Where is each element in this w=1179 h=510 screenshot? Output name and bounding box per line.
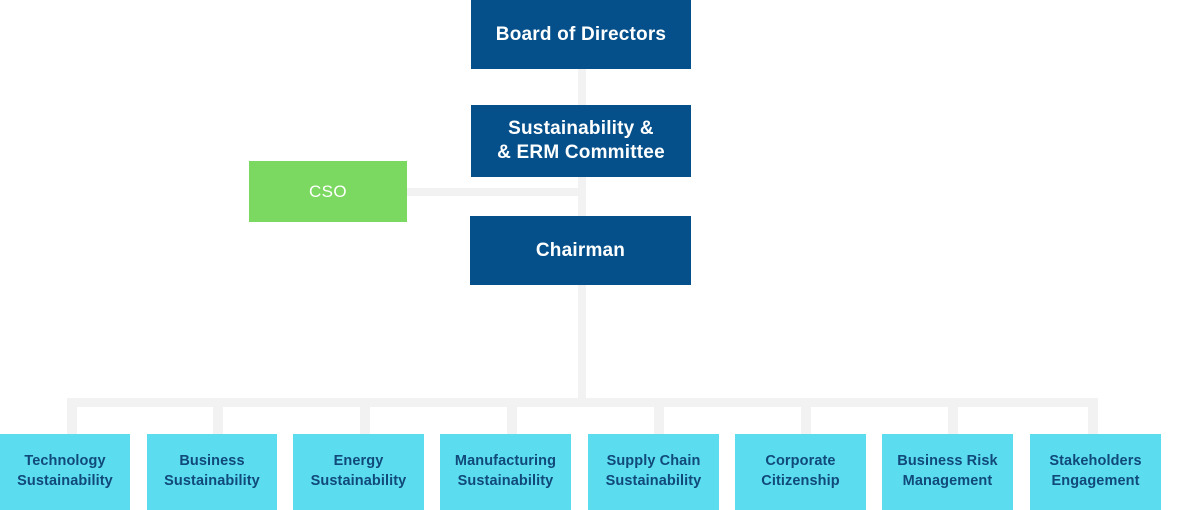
node-sustainability-erm-committee-label: Sustainability & & ERM Committee bbox=[497, 118, 665, 163]
node-pillar-corporate-citizenship[interactable]: Corporate Citizenship bbox=[735, 434, 866, 510]
connector-stub-pillar-3 bbox=[360, 398, 370, 434]
node-pillar-label: Technology Sustainability bbox=[17, 453, 113, 489]
connector-stub-pillar-7 bbox=[948, 398, 958, 434]
node-pillar-business-sustainability[interactable]: Business Sustainability bbox=[147, 434, 277, 510]
connector-board-to-committee bbox=[578, 69, 586, 105]
node-board-of-directors-label: Board of Directors bbox=[495, 23, 667, 45]
node-pillar-manufacturing-sustainability[interactable]: Manufacturing Sustainability bbox=[440, 434, 571, 510]
node-chairman[interactable]: Chairman bbox=[470, 216, 691, 285]
connector-cso-to-trunk bbox=[407, 188, 585, 196]
node-pillar-label: Corporate Citizenship bbox=[761, 453, 840, 489]
connector-stub-pillar-5 bbox=[654, 398, 664, 434]
node-sustainability-erm-committee[interactable]: Sustainability & & ERM Committee bbox=[471, 105, 691, 177]
node-pillar-label: Manufacturing Sustainability bbox=[454, 453, 557, 489]
node-chairman-label: Chairman bbox=[535, 239, 626, 261]
node-cso-label: CSO bbox=[308, 181, 348, 201]
connector-stub-pillar-8 bbox=[1088, 398, 1098, 434]
connector-stub-pillar-4 bbox=[507, 398, 517, 434]
node-pillar-supply-chain-sustainability[interactable]: Supply Chain Sustainability bbox=[588, 434, 719, 510]
node-pillar-energy-sustainability[interactable]: Energy Sustainability bbox=[293, 434, 424, 510]
connector-committee-to-chairman bbox=[578, 177, 586, 216]
connector-stub-pillar-6 bbox=[801, 398, 811, 434]
node-cso[interactable]: CSO bbox=[249, 161, 407, 222]
connector-pillar-distribution-bar bbox=[67, 398, 1097, 407]
node-pillar-label: Supply Chain Sustainability bbox=[605, 453, 702, 489]
node-pillar-label: Business Sustainability bbox=[164, 453, 260, 489]
node-board-of-directors[interactable]: Board of Directors bbox=[471, 0, 691, 69]
node-pillar-business-risk-management[interactable]: Business Risk Management bbox=[882, 434, 1013, 510]
node-pillar-technology-sustainability[interactable]: Technology Sustainability bbox=[0, 434, 130, 510]
connector-chairman-to-pillars bbox=[578, 285, 586, 398]
node-pillar-label: Stakeholders Engagement bbox=[1049, 453, 1142, 489]
node-pillar-stakeholders-engagement[interactable]: Stakeholders Engagement bbox=[1030, 434, 1161, 510]
connector-stub-pillar-1 bbox=[67, 398, 77, 434]
connector-stub-pillar-2 bbox=[213, 398, 223, 434]
node-pillar-label: Energy Sustainability bbox=[310, 453, 407, 489]
node-pillar-label: Business Risk Management bbox=[897, 453, 998, 489]
